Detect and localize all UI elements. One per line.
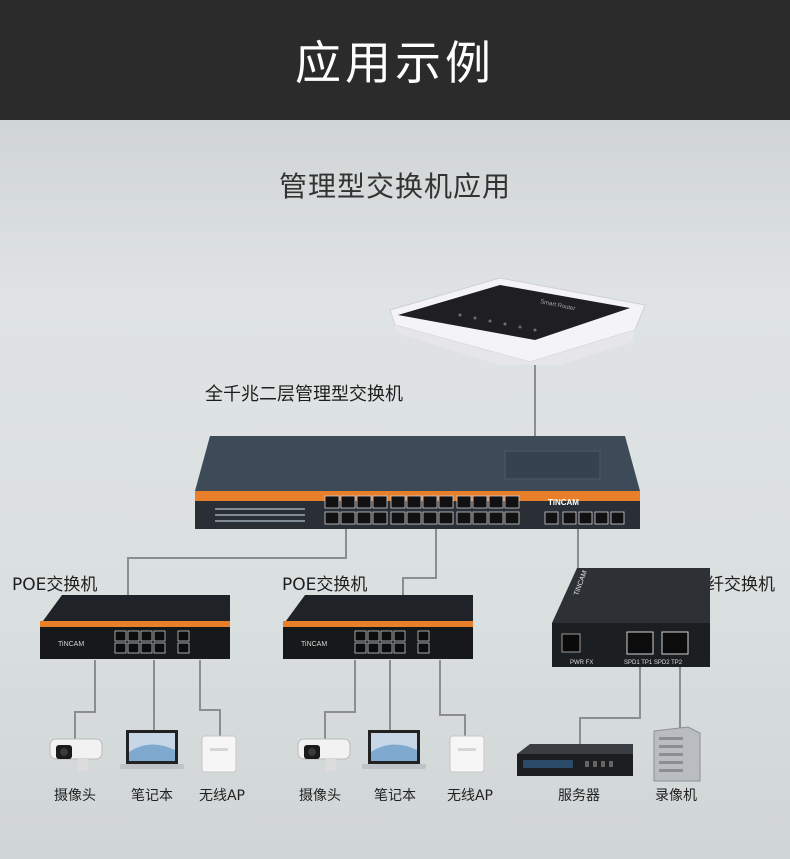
device-label: 录像机	[636, 785, 716, 805]
device-label: 摄像头	[35, 785, 115, 805]
camera-icon-2	[296, 735, 354, 775]
ap-icon-2	[448, 734, 486, 774]
ap-icon	[200, 734, 238, 774]
server-icon	[515, 742, 635, 780]
device-label: 笔记本	[355, 785, 435, 805]
device-label: 笔记本	[112, 785, 192, 805]
poe-switch-right-icon: TiNCAM	[283, 595, 473, 665]
device-label: 无线AP	[430, 785, 510, 805]
poe-left-label: POE交换机	[12, 570, 97, 595]
poe-switch-left-icon: TiNCAM	[40, 595, 230, 665]
fiber-ports-text: PWR FX	[570, 660, 593, 666]
router-icon: Smart Router	[380, 270, 650, 365]
core-switch-label: 全千兆二层管理型交换机	[205, 380, 403, 406]
poe-left-brand: TiNCAM	[58, 641, 84, 648]
core-switch-icon: TiNCAM	[195, 436, 640, 536]
core-switch-brand: TiNCAM	[548, 498, 579, 507]
device-label: 服务器	[539, 785, 619, 805]
poe-right-brand: TiNCAM	[301, 641, 327, 648]
fiber-ports2-text: SPD1 TP1 SPD2 TP2	[624, 660, 683, 666]
recorder-icon	[650, 725, 702, 783]
poe-right-label: POE交换机	[282, 570, 367, 595]
laptop-icon-2	[362, 730, 426, 772]
device-label: 摄像头	[280, 785, 360, 805]
fiber-converter-icon: TiNCAM PWR FX SPD1 TP1 SPD2 TP2	[552, 568, 710, 670]
device-label: 无线AP	[182, 785, 262, 805]
camera-icon	[48, 735, 106, 775]
laptop-icon	[120, 730, 184, 772]
